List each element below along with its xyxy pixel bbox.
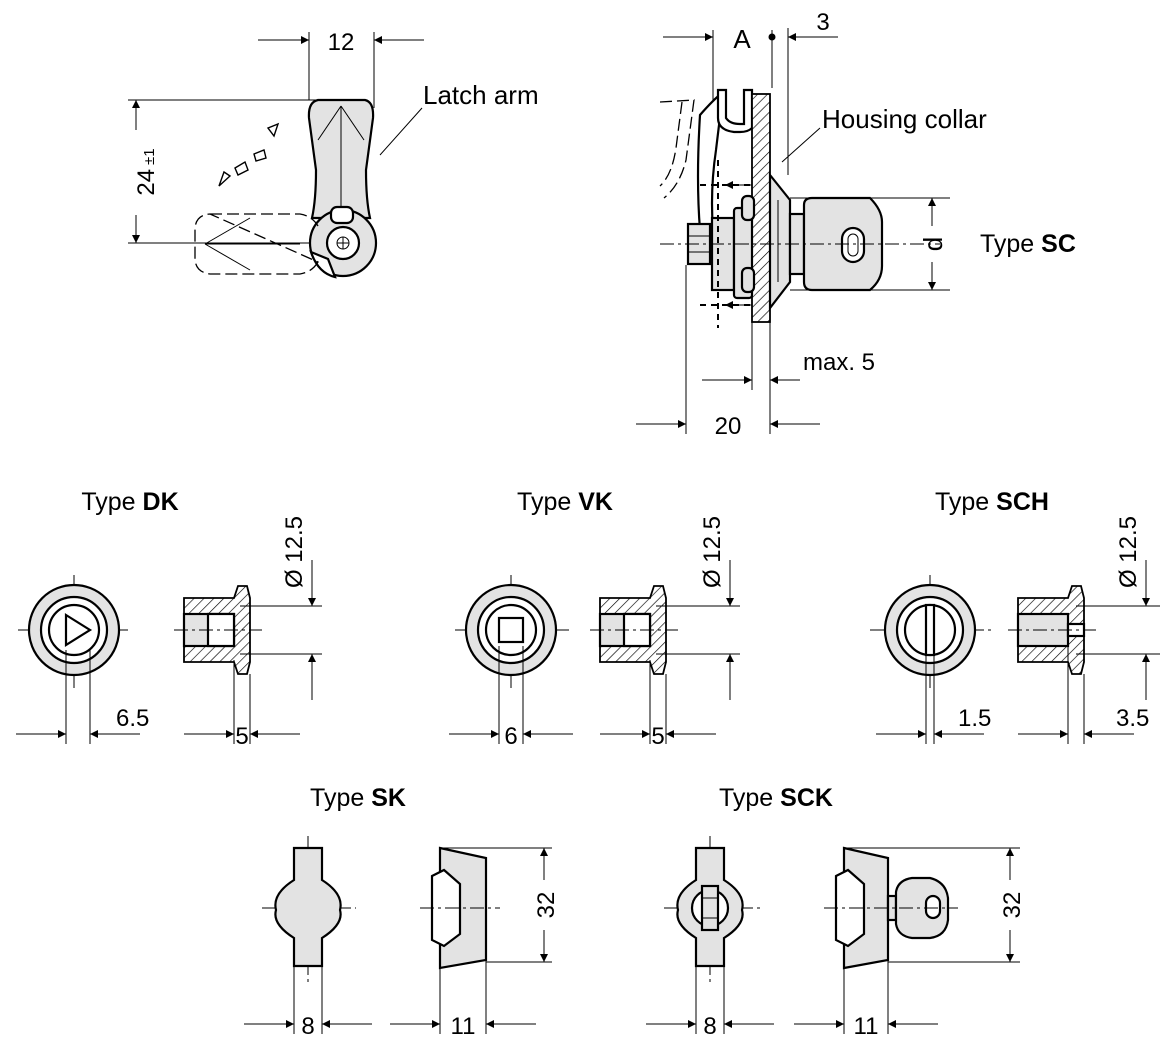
body-length-dim: 20 (715, 413, 742, 440)
housing-collar-label: Housing collar (822, 104, 987, 134)
d-dim: d (918, 237, 948, 251)
sch-diameter-dim: Ø 12.5 (1115, 516, 1142, 588)
collar-offset-dim: 3 (816, 9, 829, 36)
arm-width-dim: 12 (328, 29, 355, 56)
sk-depth-dim: 11 (451, 1013, 476, 1040)
sck-width-dim: 8 (703, 1013, 716, 1040)
dk-drive-dim: 6.5 (116, 705, 149, 732)
vk-drive-dim: 6 (504, 723, 517, 750)
vk-depth-dim: 5 (651, 723, 664, 750)
type-sc-title: Type SC (980, 230, 1076, 258)
type-sch-title: Type SCH (935, 488, 1049, 516)
type-sck-title: Type SCK (719, 784, 833, 812)
type-sk-title: Type SK (310, 784, 406, 812)
type-sk-view: Type SK 8 11 32 (244, 784, 560, 1040)
dk-diameter-dim: Ø 12.5 (281, 516, 308, 588)
dk-depth-dim: 5 (235, 723, 248, 750)
latch-arm-label: Latch arm (423, 80, 539, 110)
sck-depth-dim: 11 (854, 1013, 879, 1040)
sk-width-dim: 8 (301, 1013, 314, 1040)
type-dk-view: Type DK 6.5 5 Ø 12.5 (16, 488, 322, 750)
type-sck-view: Type SCK 8 11 32 (646, 784, 1026, 1040)
type-dk-title: Type DK (81, 488, 178, 516)
type-sch-view: Type SCH 1.5 3.5 Ø 12.5 (870, 488, 1160, 744)
sk-height-dim: 32 (533, 892, 560, 919)
type-vk-title: Type VK (517, 488, 613, 516)
section-view-sc: A 3 d Type SC Housing colla (636, 9, 1076, 440)
vk-diameter-dim: Ø 12.5 (699, 516, 726, 588)
section-mark: A (733, 24, 751, 54)
type-vk-view: Type VK 6 5 Ø 12.5 (449, 488, 740, 750)
arm-length-dim: 24±1 (133, 148, 160, 195)
sch-slot-dim: 1.5 (958, 705, 991, 732)
sch-depth-dim: 3.5 (1116, 705, 1149, 732)
sck-height-dim: 32 (999, 892, 1026, 919)
latch-arm-view: 12 24±1 Latch arm (128, 29, 539, 279)
max-thickness-dim: max. 5 (803, 349, 875, 376)
